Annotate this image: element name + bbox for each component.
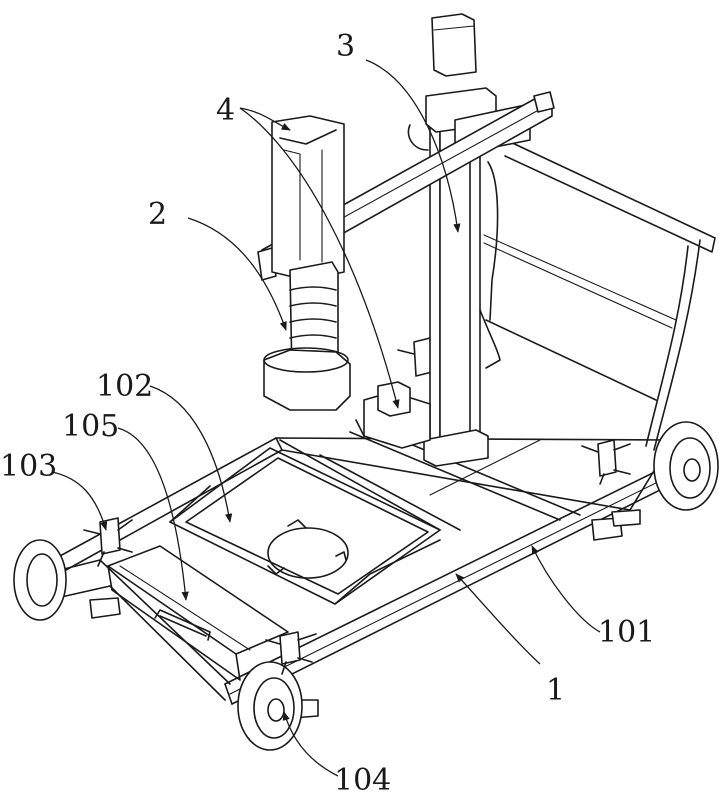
drawer — [108, 546, 288, 680]
ref-label-105: 105 — [62, 409, 119, 444]
ref-label-3: 3 — [336, 29, 355, 64]
ref-label-4: 4 — [216, 93, 235, 128]
ref-label-102: 102 — [96, 369, 153, 404]
ref-label-2: 2 — [148, 197, 167, 232]
base-chassis — [38, 428, 680, 718]
ref-label-104: 104 — [334, 763, 391, 798]
ref-label-101: 101 — [598, 615, 655, 650]
column — [424, 14, 530, 466]
lock-knob-right — [582, 440, 630, 484]
wheel-left — [14, 540, 66, 620]
ref-label-1: 1 — [546, 673, 565, 708]
wheel-front — [238, 662, 302, 750]
ref-label-103: 103 — [0, 449, 57, 484]
tool-head — [264, 116, 350, 410]
wheel-right — [654, 422, 718, 510]
